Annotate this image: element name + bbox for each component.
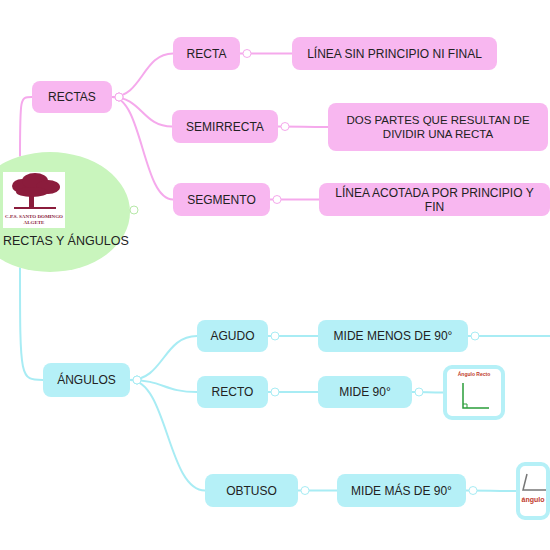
box-label: MIDE 90° (339, 385, 390, 399)
definition-box: DOS PARTES QUE RESULTAN DE DIVIDIR UNA R… (328, 103, 548, 151)
collapse-marker (133, 376, 141, 384)
box-label: MIDE MENOS DE 90° (334, 329, 453, 343)
collapse-marker (243, 50, 251, 58)
connector-line (112, 97, 173, 200)
subtopic-box: SEMIRRECTA (172, 110, 278, 143)
tree-crown (22, 173, 48, 189)
branch-connector (270, 196, 319, 204)
angle-mark (463, 404, 467, 408)
connector-line (130, 336, 197, 380)
connector-line (20, 268, 43, 380)
school-logo-tree (12, 173, 60, 209)
branch-connector (112, 93, 173, 200)
branch-connector (298, 487, 337, 495)
branch-connector (20, 268, 43, 380)
image-caption: ángulo (520, 496, 546, 504)
subtopic-box: RECTO (197, 376, 268, 408)
collapse-marker (133, 376, 141, 384)
box-label: DOS PARTES QUE RESULTAN DE DIVIDIR UNA R… (334, 113, 542, 141)
branch-connector (278, 123, 328, 131)
collapse-marker (415, 388, 423, 396)
branch-connector (130, 376, 205, 491)
branch-connector (240, 50, 292, 58)
image-caption: Ángulo Recto (447, 371, 501, 377)
tree-crown (12, 179, 32, 193)
collapse-marker (271, 388, 279, 396)
branch-connector (112, 93, 172, 127)
definition-box: MIDE MENOS DE 90° (318, 320, 468, 352)
subtopic-box: AGUDO (197, 320, 268, 352)
definition-box: LÍNEA ACOTADA POR PRINCIPIO Y FIN (319, 183, 550, 216)
collapse-marker (281, 123, 289, 131)
connector-line (130, 380, 205, 491)
box-label: SEGMENTO (187, 193, 255, 207)
box-label: LÍNEA SIN PRINCIPIO NI FINAL (307, 47, 482, 61)
logo-ground (14, 207, 56, 209)
collapse-marker (271, 332, 279, 340)
right-angle-picture (463, 383, 489, 408)
branch-connector (20, 97, 32, 156)
branch-connector (466, 487, 516, 495)
angle-lines (463, 383, 489, 408)
connector-line (112, 54, 173, 98)
topic-box: ÁNGULOS (43, 363, 130, 397)
branch-line (468, 335, 550, 337)
obtuse-angle-picture (523, 474, 546, 490)
collapse-marker (133, 376, 141, 384)
collapse-marker (115, 93, 123, 101)
school-logo-text: C.P.S. SANTO DOMINGO ALGETE (3, 172, 65, 228)
image-box: Ángulo Recto (443, 365, 505, 420)
subtopic-box: RECTA (173, 37, 240, 70)
definition-box: LÍNEA SIN PRINCIPIO NI FINAL (292, 37, 497, 70)
collapse-marker (130, 206, 138, 214)
central-title: RECTAS Y ÁNGULOS (3, 234, 129, 248)
box-label: RECTO (212, 385, 254, 399)
topic-box: RECTAS (32, 81, 112, 113)
branch-connector (130, 336, 197, 384)
collapse-marker (469, 487, 477, 495)
collapse-marker (115, 93, 123, 101)
ellipse-shape (0, 152, 130, 272)
collapse-marker (471, 332, 479, 340)
box-label: ÁNGULOS (57, 373, 116, 387)
box-label: RECTAS (48, 90, 96, 104)
branch-connector (112, 54, 173, 102)
branch-connector (412, 388, 443, 396)
definition-box: MIDE MÁS DE 90° (337, 474, 466, 507)
box-label: MIDE MÁS DE 90° (351, 484, 452, 498)
connector-line (20, 97, 32, 156)
tree-crown (36, 180, 60, 194)
collapse-marker (115, 93, 123, 101)
box-label: AGUDO (210, 329, 254, 343)
subtopic-box: OBTUSO (205, 474, 298, 507)
box-label: SEMIRRECTA (186, 120, 264, 134)
tree-trunk (29, 192, 34, 208)
collapse-marker (301, 487, 309, 495)
central-ellipse: C.P.S. SANTO DOMINGO ALGETE RECTAS Y ÁNGU… (0, 152, 130, 272)
box-label: LÍNEA ACOTADA POR PRINCIPIO Y FIN (325, 186, 544, 214)
branch-connector (268, 332, 318, 340)
branch-line (468, 332, 550, 340)
box-label: RECTA (187, 47, 227, 61)
image-box: ángulo (516, 462, 550, 520)
subtopic-box: SEGMENTO (173, 183, 270, 216)
collapse-marker (273, 196, 281, 204)
box-label: OBTUSO (226, 484, 277, 498)
tree-crown (16, 187, 48, 197)
definition-box: MIDE 90° (318, 376, 412, 408)
branch-connector (268, 388, 318, 396)
angle-lines (523, 474, 546, 490)
